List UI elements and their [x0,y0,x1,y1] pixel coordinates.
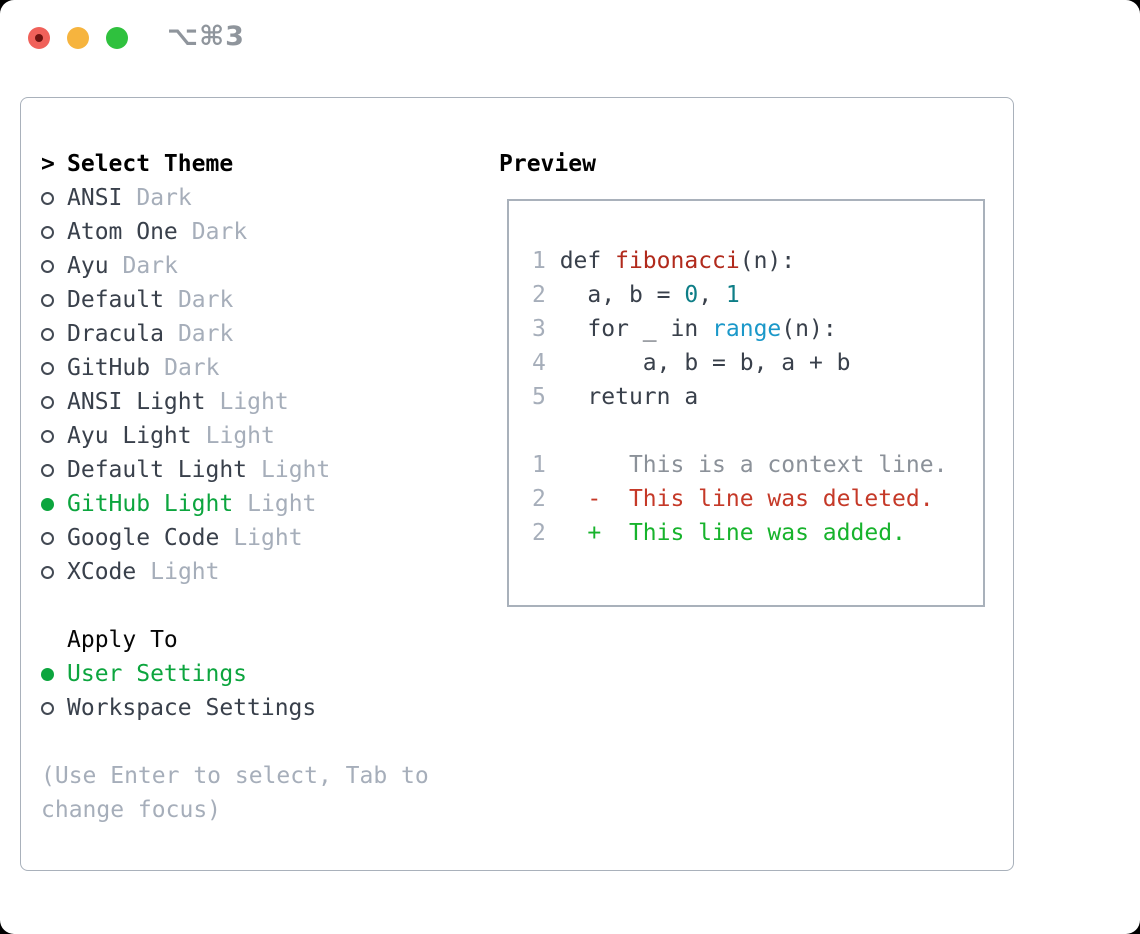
radio-icon [41,429,54,443]
code-line: 5 return a [532,384,699,410]
radio-icon [41,225,54,239]
theme-option-xcode[interactable]: XCode Light [41,555,491,589]
theme-variant: Dark [191,219,248,245]
theme-option-default[interactable]: Default Dark [41,283,491,317]
theme-name: Default Light [67,457,248,483]
apply-option-workspace-settings[interactable]: Workspace Settings [41,691,491,725]
theme-variant: Light [261,457,331,483]
theme-name: Atom One [67,219,178,245]
preview-column: Preview 1 def fibonacci(n): 2 a, b = 0, 1… [499,147,985,607]
theme-variant: Light [247,491,317,517]
radio-icon [41,565,54,579]
theme-variant: Dark [164,355,220,381]
radio-icon [41,327,54,341]
radio-icon [41,361,54,375]
radio-icon [41,191,54,205]
theme-name: ANSI Light [67,389,206,415]
zoom-button[interactable] [106,27,128,49]
radio-icon [41,293,54,307]
radio-icon [41,463,54,477]
theme-name: XCode [67,559,137,585]
code-line: 4 a, b = b, a + b [532,350,851,376]
radio-selected-icon [41,497,54,511]
theme-name: Google Code [67,525,220,551]
theme-option-github-light[interactable]: GitHub Light Light [41,487,491,521]
theme-name: GitHub [67,355,151,381]
theme-option-default-light[interactable]: Default Light Light [41,453,491,487]
apply-to-title: Apply To [67,627,178,653]
titlebar: ⌥⌘3 [0,0,1140,97]
prompt-icon: > [41,151,55,177]
code-line: 2 + This line was added. [532,520,906,546]
theme-variant: Dark [177,287,234,313]
apply-option-user-settings[interactable]: User Settings [41,657,491,691]
radio-icon [41,395,54,409]
preview-box: 1 def fibonacci(n): 2 a, b = 0, 1 3 for _ … [507,199,985,607]
theme-variant: Light [150,559,220,585]
close-dot-icon [35,34,43,42]
theme-list-title: Select Theme [67,151,234,177]
traffic-lights [28,27,128,49]
theme-option-ansi-light[interactable]: ANSI Light Light [41,385,491,419]
theme-name: Ayu Light [67,423,192,449]
apply-option-label: Workspace Settings [67,695,317,721]
preview-title: Preview [499,151,596,177]
code-line: 1 def fibonacci(n): [532,248,796,274]
code-line: 2 - This line was deleted. [532,486,934,512]
theme-variant: Dark [136,185,192,211]
theme-option-google-code[interactable]: Google Code Light [41,521,491,555]
window-shortcut-label: ⌥⌘3 [167,21,245,52]
code-line [532,414,983,448]
theme-option-github[interactable]: GitHub Dark [41,351,491,385]
theme-variant: Light [233,525,303,551]
code-line: 1 This is a context line. [532,452,948,478]
theme-name: Default [67,287,164,313]
minimize-button[interactable] [67,27,89,49]
apply-option-label: User Settings [67,661,248,687]
code-line: 2 a, b = 0, 1 [532,282,740,308]
preview-code: 1 def fibonacci(n): 2 a, b = 0, 1 3 for _ … [532,244,983,550]
apply-to-header: Apply To [41,623,491,657]
radio-selected-icon [41,667,54,681]
theme-option-ansi[interactable]: ANSI Dark [41,181,491,215]
spacer [41,589,491,623]
code-line: 3 for _ in range(n): [532,316,837,342]
theme-option-atom-one[interactable]: Atom One Dark [41,215,491,249]
radio-icon [41,531,54,545]
theme-variant: Dark [122,253,178,279]
theme-option-dracula[interactable]: Dracula Dark [41,317,491,351]
theme-variant: Light [219,389,289,415]
theme-name: ANSI [67,185,123,211]
close-button[interactable] [28,27,50,49]
theme-list-header: > Select Theme [41,147,491,181]
theme-name: Dracula [67,321,164,347]
theme-variant: Dark [177,321,234,347]
theme-variant: Light [205,423,275,449]
theme-name: Ayu [67,253,109,279]
spacer [41,725,491,759]
theme-option-ayu[interactable]: Ayu Dark [41,249,491,283]
radio-icon [41,259,54,273]
keyboard-hint: (Use Enter to select, Tab to change focu… [41,763,429,823]
theme-option-ayu-light[interactable]: Ayu Light Light [41,419,491,453]
theme-name: GitHub Light [67,491,234,517]
radio-icon [41,701,54,715]
